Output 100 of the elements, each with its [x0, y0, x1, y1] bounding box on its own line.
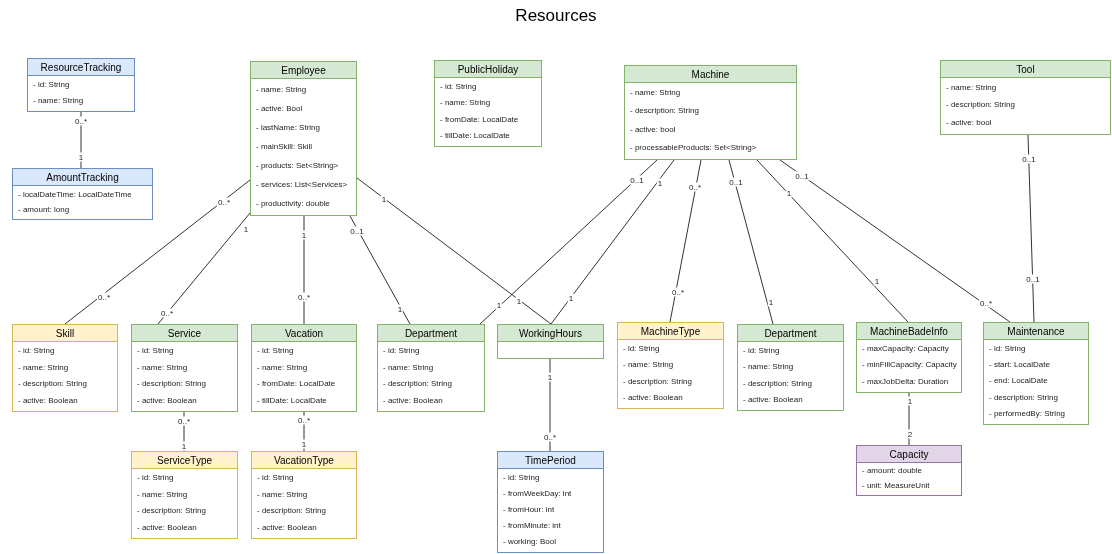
- attribute: - description: String: [629, 106, 699, 117]
- class-box: [27, 58, 135, 112]
- class-box: [12, 168, 153, 220]
- association-line: [756, 159, 909, 323]
- attribute: - start: LocalDate: [988, 360, 1050, 371]
- attribute: - name: String: [622, 360, 674, 371]
- attribute: - name: String: [382, 362, 434, 373]
- class-box: [12, 324, 118, 412]
- association-line: [80, 111, 82, 169]
- class-name: Skill: [13, 325, 117, 342]
- attribute: - name: String: [439, 98, 491, 109]
- class-name: MachineBadeInfo: [857, 323, 961, 340]
- attribute: - description: String: [988, 392, 1058, 403]
- class-box: [131, 451, 238, 539]
- multiplicity-label: 0..*: [297, 292, 311, 302]
- attribute: - description: String: [622, 376, 692, 387]
- multiplicity-label: 0..*: [177, 416, 191, 426]
- association-line: [349, 215, 411, 325]
- attribute: - id: String: [32, 80, 70, 90]
- attribute: - active: Boolean: [622, 392, 683, 403]
- multiplicity-label: 0..*: [160, 308, 174, 318]
- class-name: Capacity: [857, 446, 961, 463]
- multiplicity-label: 0..*: [297, 415, 311, 425]
- attribute: - name: String: [17, 362, 69, 373]
- attribute: - id: String: [622, 344, 660, 355]
- attribute: - id: String: [17, 346, 55, 357]
- attribute: - name: String: [255, 84, 307, 95]
- attribute: - id: String: [136, 346, 174, 357]
- attribute: - productivity: double: [255, 198, 330, 209]
- attribute: - active: Boolean: [136, 522, 197, 533]
- attribute: - active: Bool: [255, 103, 303, 114]
- multiplicity-label: 0..1: [728, 177, 744, 187]
- multiplicity-label: 1: [242, 224, 250, 234]
- attribute: - id: String: [439, 82, 477, 93]
- multiplicity-label: 1: [300, 230, 308, 240]
- attribute: - tillDate: LocalDate: [439, 130, 510, 141]
- attribute: - performedBy: String: [988, 408, 1066, 419]
- attribute: - id: String: [256, 346, 294, 357]
- multiplicity-label: 0..1: [794, 171, 810, 181]
- multiplicity-label: 1: [396, 304, 404, 314]
- class-name: AmountTracking: [13, 169, 152, 186]
- multiplicity-label: 0..*: [543, 432, 557, 442]
- association-line: [728, 159, 774, 325]
- attribute: - active: Boolean: [256, 522, 317, 533]
- multiplicity-label: 1: [180, 441, 188, 451]
- class-box: [737, 324, 844, 411]
- attribute: - lastName: String: [255, 122, 321, 133]
- attribute: - maxJobDelta: Duration: [861, 376, 949, 387]
- multiplicity-label: 0..*: [74, 116, 88, 126]
- attribute: - description: String: [136, 379, 206, 390]
- attribute: - fromMinute: int: [502, 521, 561, 531]
- class-box: [497, 324, 604, 359]
- class-name: ResourceTracking: [28, 59, 134, 76]
- multiplicity-label: 1: [906, 396, 914, 406]
- class-name: Maintenance: [984, 323, 1088, 340]
- attribute: - name: String: [32, 96, 84, 106]
- class-name: VacationType: [252, 452, 356, 469]
- association-line: [669, 159, 702, 323]
- multiplicity-label: 1: [785, 188, 793, 198]
- multiplicity-label: 1: [656, 178, 664, 188]
- attribute: - working: Bool: [502, 537, 556, 547]
- multiplicity-label: 2: [906, 429, 914, 439]
- attribute: - active: Boolean: [136, 395, 197, 406]
- attribute: - processableProducts: Set<String>: [629, 142, 757, 153]
- association-line: [157, 212, 251, 325]
- attribute: - id: String: [502, 473, 540, 483]
- multiplicity-label: 0..*: [97, 292, 111, 302]
- multiplicity-label: 0..*: [688, 182, 702, 192]
- association-line: [549, 358, 551, 452]
- diagram-title: Resources: [515, 6, 597, 26]
- attribute: - active: Boolean: [17, 395, 78, 406]
- attribute: - active: bool: [945, 118, 992, 129]
- multiplicity-label: 1: [767, 297, 775, 307]
- class-box: [940, 60, 1111, 135]
- attribute: - description: String: [136, 506, 206, 517]
- class-box: [856, 322, 962, 393]
- attribute: - fromHour: int: [502, 505, 555, 515]
- association-line: [550, 159, 675, 325]
- class-box: [856, 445, 962, 496]
- attribute: - name: String: [256, 489, 308, 500]
- class-name: Vacation: [252, 325, 356, 342]
- class-box: [131, 324, 238, 412]
- attribute: - active: Boolean: [382, 395, 443, 406]
- class-box: [624, 65, 797, 160]
- attribute: - amount: long: [17, 204, 70, 215]
- association-line: [303, 215, 305, 325]
- multiplicity-label: 0..1: [629, 175, 645, 185]
- class-name: Department: [738, 325, 843, 342]
- association-line: [1027, 134, 1035, 323]
- class-name: Tool: [941, 61, 1110, 78]
- attribute: - name: String: [629, 88, 681, 99]
- class-box: [377, 324, 485, 412]
- multiplicity-label: 0..1: [1025, 274, 1041, 284]
- attribute: - mainSkill: Skill: [255, 141, 312, 152]
- class-box: [434, 60, 542, 147]
- attribute: - name: String: [256, 362, 308, 373]
- class-name: Department: [378, 325, 484, 342]
- class-box: [983, 322, 1089, 425]
- attribute: - name: String: [742, 362, 794, 373]
- multiplicity-label: 0..*: [979, 298, 993, 308]
